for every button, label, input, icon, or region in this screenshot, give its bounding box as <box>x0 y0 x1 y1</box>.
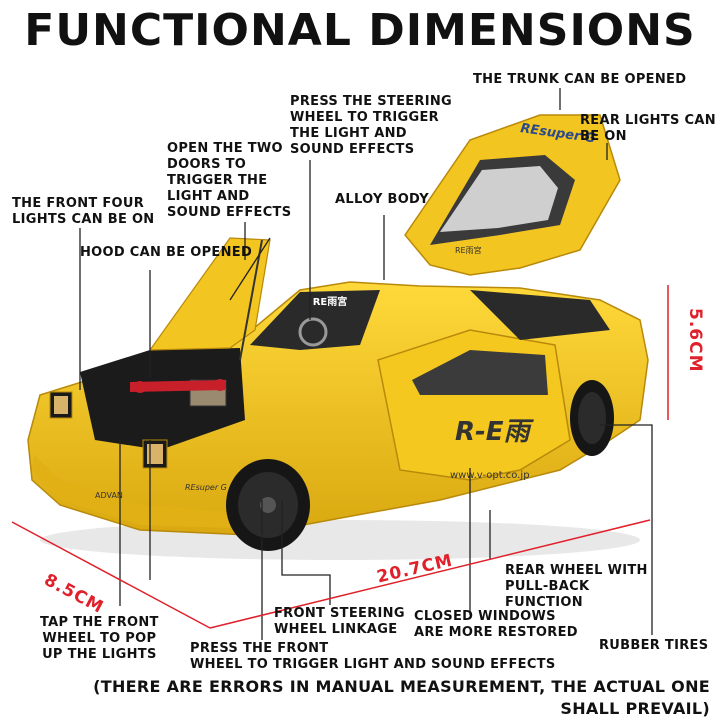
door-logo: R-E雨 <box>455 417 535 447</box>
side-text: REsuper G <box>185 483 227 492</box>
label-steering-linkage: FRONT STEERING WHEEL LINKAGE <box>274 606 405 637</box>
label-trunk: THE TRUNK CAN BE OPENED <box>473 72 687 87</box>
engine-bay <box>80 348 245 450</box>
trunk-sticker: RE雨宮 <box>455 245 482 255</box>
label-hood: HOOD CAN BE OPENED <box>80 245 253 260</box>
label-rear-lights: REAR LIGHTS CAN BE ON <box>580 113 716 144</box>
label-pullback: REAR WHEEL WITH PULL-BACK FUNCTION <box>505 563 648 610</box>
rear-wheel <box>570 380 614 456</box>
front-text: ADVAN <box>95 491 123 500</box>
label-alloy: ALLOY BODY <box>335 192 429 207</box>
label-tap-wheel: TAP THE FRONT WHEEL TO POP UP THE LIGHTS <box>40 615 159 662</box>
label-front-lights: THE FRONT FOUR LIGHTS CAN BE ON <box>12 196 155 227</box>
label-doors: OPEN THE TWO DOORS TO TRIGGER THE LIGHT … <box>167 141 292 220</box>
dimension-height: 5.6CM <box>685 308 705 373</box>
label-tires: RUBBER TIRES <box>599 638 709 653</box>
label-press-front: PRESS THE FRONT WHEEL TO TRIGGER LIGHT A… <box>190 641 556 672</box>
rear-window <box>470 290 610 340</box>
windshield-banner: RE雨宮 <box>313 295 348 308</box>
page-title: FUNCTIONAL DIMENSIONS <box>24 5 696 56</box>
dimension-lines <box>11 285 669 629</box>
footer-note: (THERE ARE ERRORS IN MANUAL MEASUREMENT,… <box>93 677 710 718</box>
steering-wheel <box>298 317 328 347</box>
label-steering-press: PRESS THE STEERING WHEEL TO TRIGGER THE … <box>290 94 453 157</box>
open-hood <box>148 237 271 351</box>
strut-bar <box>130 380 225 392</box>
door-window <box>412 350 548 395</box>
label-windows: CLOSED WINDOWS ARE MORE RESTORED <box>414 609 578 640</box>
callout-lines <box>79 88 653 640</box>
door-url: www.v-opt.co.jp <box>450 470 530 481</box>
front-wheel <box>226 459 310 551</box>
